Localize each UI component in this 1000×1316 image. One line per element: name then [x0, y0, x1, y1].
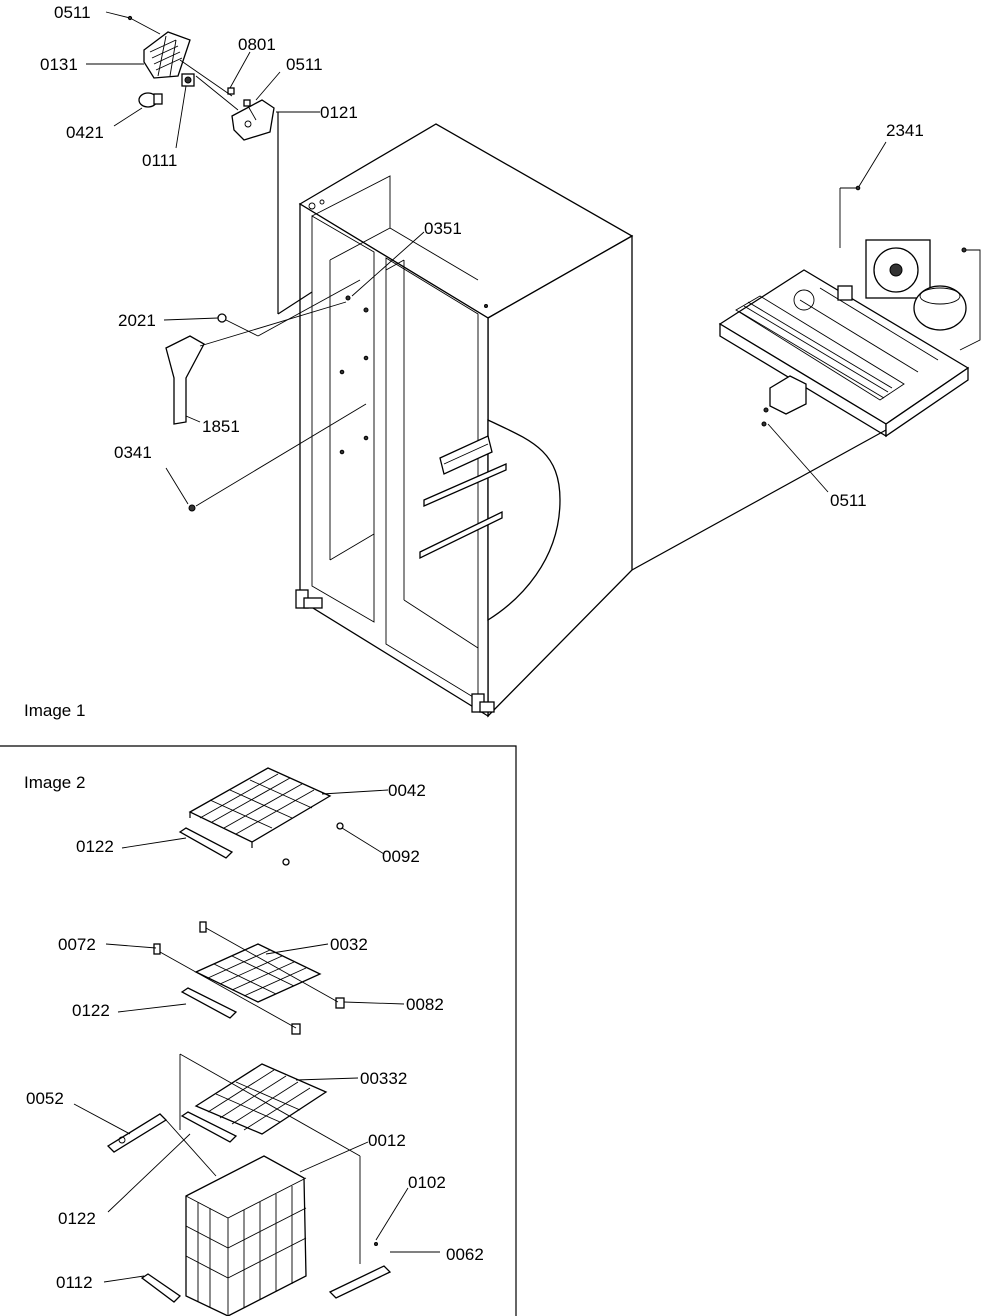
- light-cover: [143, 31, 191, 79]
- screw-0341: [188, 504, 196, 512]
- door-bin-upper: [439, 435, 493, 475]
- callout-0092: 0092: [382, 847, 420, 866]
- condenser-coil: [739, 301, 893, 399]
- relay-box: [769, 375, 807, 415]
- light-socket: [181, 73, 195, 87]
- shelf-slide-upper: [423, 463, 507, 507]
- light-assembly: [138, 31, 313, 315]
- callout-0511-housing: 0511: [286, 55, 323, 74]
- callout-0052: 0052: [26, 1089, 64, 1108]
- callout-0351: 0351: [424, 219, 462, 238]
- slide-rail-0062: [328, 1265, 392, 1299]
- trim-0122-c: [180, 1111, 238, 1143]
- callout-0032: 0032: [330, 935, 368, 954]
- callout-0122-middle: 0122: [72, 1001, 110, 1020]
- nut-2021: [217, 313, 227, 323]
- wire-shelf-0032: [194, 943, 322, 1003]
- callout-0511-machine: 0511: [830, 491, 867, 510]
- leader-lines-image2: [73, 789, 440, 1283]
- leader-lines-image1: [86, 11, 887, 505]
- callout-2021: 2021: [118, 311, 156, 330]
- light-housing: [231, 99, 275, 141]
- shelf-slide-lower: [419, 510, 503, 560]
- wire-basket-0012: [185, 1155, 307, 1316]
- callout-0511-top: 0511: [54, 3, 91, 22]
- callout-0082: 0082: [406, 995, 444, 1014]
- callout-0341: 0341: [114, 443, 152, 462]
- trim-0112: [140, 1273, 182, 1303]
- trim-0122-a: [178, 827, 234, 859]
- air-duct-1851: [165, 335, 205, 425]
- callout-0072: 0072: [58, 935, 96, 954]
- callout-0121: 0121: [320, 103, 358, 122]
- support-0072: [153, 943, 161, 955]
- callout-0122-bottom: 0122: [58, 1209, 96, 1228]
- section-label-image1: Image 1: [24, 701, 85, 720]
- clip-0092: [336, 822, 344, 830]
- compressor: [913, 285, 967, 331]
- wire-shelf-0042: [188, 767, 332, 848]
- light-bulb: [138, 92, 163, 108]
- section-label-image2: Image 2: [24, 773, 85, 792]
- callout-1851: 1851: [202, 417, 240, 436]
- machine-compartment: [631, 239, 981, 571]
- callout-0122-top: 0122: [76, 837, 114, 856]
- callout-0102: 0102: [408, 1173, 446, 1192]
- callout-0801: 0801: [238, 35, 276, 54]
- slide-rail-0052: [106, 1113, 168, 1153]
- trim-0122-b: [180, 987, 238, 1019]
- callout-2341: 2341: [886, 121, 924, 140]
- image2-frame: [0, 745, 517, 1316]
- callout-0042: 0042: [388, 781, 426, 800]
- callout-0012: 0012: [368, 1131, 406, 1150]
- support-0082: [335, 997, 345, 1009]
- callout-0112: 0112: [56, 1273, 93, 1292]
- refrigerator-cabinet: [295, 123, 634, 718]
- callout-0111: 0111: [142, 151, 177, 170]
- callout-0131: 0131: [40, 55, 78, 74]
- callout-0421: 0421: [66, 123, 104, 142]
- condenser-fan: [865, 239, 931, 299]
- callout-00332: 00332: [360, 1069, 407, 1088]
- callout-0062: 0062: [446, 1245, 484, 1264]
